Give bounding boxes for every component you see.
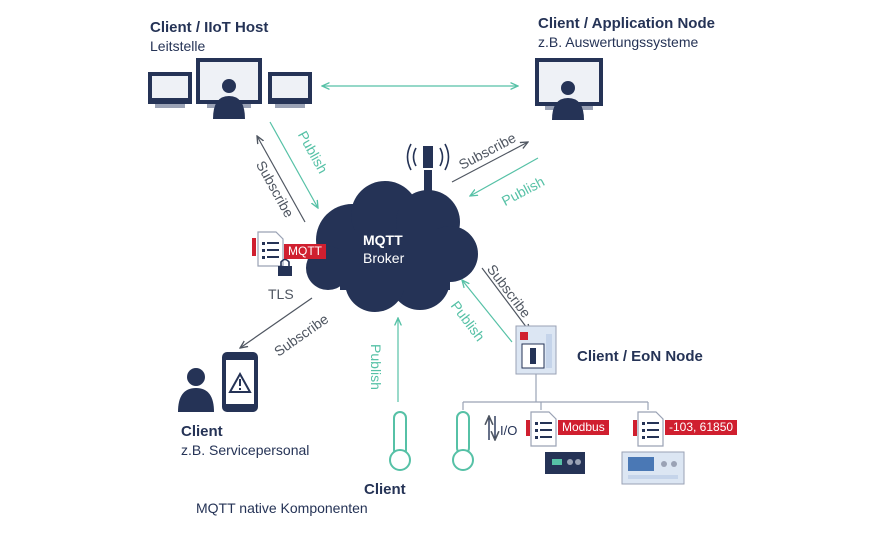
modbus-device-icon [545, 452, 585, 474]
modbus-document-icon [526, 411, 557, 447]
certificate-document-icon [252, 231, 284, 267]
native-title: Client [364, 481, 406, 498]
eon-node-title: Client / EoN Node [577, 348, 703, 365]
application-node-title: Client / Application Node [538, 15, 715, 32]
modbus-tag: Modbus [558, 420, 609, 435]
service-subtitle: z.B. Servicepersonal [181, 442, 310, 458]
tls-label: TLS [268, 286, 294, 302]
iec-tag: -103, 61850 [665, 420, 738, 435]
field-bus-lines [462, 374, 649, 410]
host-publish-arrow [269, 121, 318, 208]
antenna-tower-icon [406, 143, 450, 228]
broker-subtitle: Broker [363, 250, 405, 266]
smartphone-warning-icon [222, 352, 258, 412]
application-node-workstation-icon [535, 58, 603, 120]
thermometer-icon [389, 411, 411, 471]
service-person-icon [178, 368, 214, 412]
eon-subscribe-arrow [481, 267, 530, 332]
app-subscribe-arrow [451, 142, 528, 183]
app-publish-arrow [470, 157, 539, 196]
field-thermometer-icon [452, 411, 474, 471]
iec-document-icon [633, 411, 664, 447]
io-label: I/O [500, 423, 518, 438]
service-subscribe-arrow [240, 297, 313, 348]
service-title: Client [181, 423, 223, 440]
iiot-host-title: Client / IIoT Host [150, 19, 269, 36]
eon-publish-arrow [462, 280, 513, 343]
mqtt-tag: MQTT [284, 244, 326, 259]
application-node-subtitle: z.B. Auswertungssysteme [538, 34, 699, 50]
lock-icon [278, 258, 292, 276]
native-publish-label: Publish [367, 344, 384, 390]
eon-node-device-icon [515, 325, 557, 375]
iiot-host-workstation-icon [148, 58, 312, 119]
native-subtitle: MQTT native Komponenten [196, 500, 368, 516]
broker-title: MQTT [363, 232, 403, 248]
protection-relay-icon [621, 451, 685, 485]
host-subscribe-arrow [257, 136, 306, 223]
iiot-host-subtitle: Leitstelle [150, 38, 206, 54]
